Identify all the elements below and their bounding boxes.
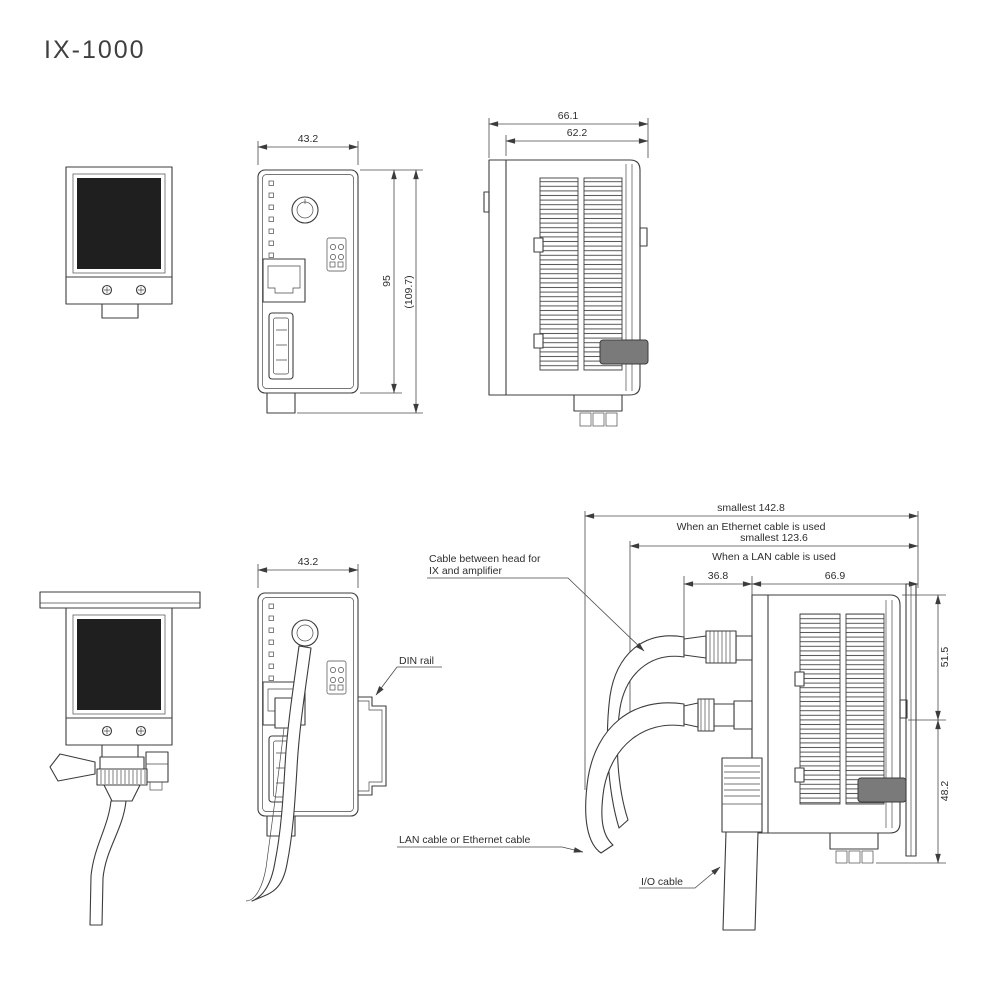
ethernet-port <box>262 258 306 303</box>
dim-front-height: 95 <box>381 275 393 287</box>
release-lever <box>49 753 96 782</box>
io-connector-side <box>721 757 763 833</box>
head-connector-socket <box>291 619 319 647</box>
din-rail-profile <box>357 696 387 796</box>
side-connector-stub <box>145 751 169 791</box>
dim-body-depth: 66.9 <box>825 570 846 582</box>
operation-buttons <box>326 237 347 272</box>
ethernet-cable-connector <box>683 698 753 732</box>
din-rail-latch <box>857 777 907 803</box>
status-leds <box>268 603 274 681</box>
leader-lan-cable <box>397 846 584 853</box>
bottom-tab <box>266 392 296 414</box>
dim-front-width: 43.2 <box>298 133 319 145</box>
label-head-cable-line1: Cable between head for <box>429 553 541 565</box>
dim-smallest-lan: smallest 123.6 <box>740 532 808 544</box>
view-front-face-top <box>65 166 173 319</box>
head-connector-socket <box>291 196 319 224</box>
head-cable <box>89 800 127 926</box>
dim-front-height-overall: (109.7) <box>403 275 415 308</box>
lan-cable-wire <box>245 727 285 902</box>
dim-connector-depth: 36.8 <box>708 570 729 582</box>
drawing-title: IX-1000 <box>44 36 146 64</box>
bottom-terminal-connector <box>829 832 879 864</box>
label-lan-or-ethernet-cable: LAN cable or Ethernet cable <box>399 834 530 846</box>
operation-buttons <box>326 660 347 695</box>
dim-height-upper: 51.5 <box>939 647 951 668</box>
dim-front-width-mounted: 43.2 <box>298 556 319 568</box>
head-cable <box>606 635 685 829</box>
leader-io-cable <box>639 866 721 889</box>
vent-grille <box>794 613 885 805</box>
display-screen <box>77 178 161 269</box>
vent-grille <box>533 177 623 371</box>
label-din-rail: DIN rail <box>399 655 434 667</box>
label-head-cable-line2: IX and amplifier <box>429 565 502 577</box>
dim-smallest-ethernet: smallest 142.8 <box>717 502 785 514</box>
din-rail-top <box>39 591 201 609</box>
screw-left <box>101 725 113 737</box>
screw-left <box>101 284 113 296</box>
leader-head-cable <box>427 577 645 652</box>
leader-din-rail <box>375 666 442 696</box>
dim-side-width-body: 62.2 <box>567 127 588 139</box>
din-rail-latch <box>599 339 649 365</box>
dim-side-width-overall: 66.1 <box>558 110 579 122</box>
view-front-panel-mounted: 43.2 <box>245 556 387 902</box>
note-lan: When a LAN cable is used <box>712 551 836 563</box>
view-side-cabled: smallest 142.8 When an Ethernet cable is… <box>584 502 951 931</box>
head-cable-connector <box>683 630 753 664</box>
callouts: Cable between head for IX and amplifier … <box>375 553 721 889</box>
head-cable-connector <box>96 756 148 802</box>
note-ethernet: When an Ethernet cable is used <box>677 521 826 533</box>
display-screen <box>77 619 161 710</box>
head-cable-loop <box>251 645 312 902</box>
label-io-cable: I/O cable <box>641 876 683 888</box>
screw-right <box>135 725 147 737</box>
view-front-panel-top: 43.2 <box>257 133 423 414</box>
io-cable-drawing <box>722 831 759 931</box>
bottom-tab <box>101 303 139 319</box>
screw-right <box>135 284 147 296</box>
bottom-terminal-connector <box>573 394 623 427</box>
status-leds <box>268 180 274 258</box>
view-side-top: 66.1 62.2 <box>483 110 649 427</box>
dim-height-lower: 48.2 <box>939 781 951 802</box>
io-connector-front <box>268 312 294 380</box>
view-front-face-mounted <box>39 591 201 926</box>
ethernet-cable <box>585 702 685 854</box>
